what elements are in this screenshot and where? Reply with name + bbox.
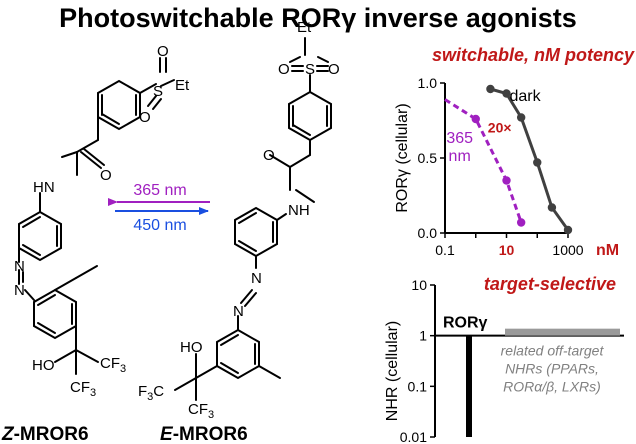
switching-arrows: 365 nm 450 nm xyxy=(108,182,210,234)
z-atom-sulfonyl-o-bottom: O xyxy=(139,109,151,126)
z-atom-cf3-right: CF3 xyxy=(100,355,126,375)
z-isomer-atom-labels: Et O S O O HN N N HO CF3 CF3 xyxy=(14,43,190,399)
series-point-dark xyxy=(547,203,557,212)
series-line-365-nm xyxy=(444,98,523,223)
e-atom-f3c-left: F3C xyxy=(138,383,164,403)
e-isomer-structure xyxy=(174,37,332,401)
e-atom-azo-n2: N xyxy=(233,303,244,320)
series-point-365-nm xyxy=(471,114,480,124)
z-isomer-structure xyxy=(18,57,175,375)
e-isomer-atom-labels: Et O S O O NH N N HO F3C CF3 xyxy=(138,19,340,421)
dose-y-tick-label: 0.0 xyxy=(418,225,438,241)
sel-y-tick-label: 0.01 xyxy=(400,429,427,444)
series-label-line: dark xyxy=(509,88,541,105)
e-atom-sulfonyl-o-right: O xyxy=(328,61,340,78)
e-atom-azo-n1: N xyxy=(251,270,262,287)
z-atom-sulfur: S xyxy=(153,83,163,100)
bar-ror-gamma-label: RORγ xyxy=(443,315,488,332)
switch-back-label: 450 nm xyxy=(133,217,186,234)
z-atom-ethyl: Et xyxy=(175,77,190,94)
sel-y-tick-label: 0.1 xyxy=(408,378,428,394)
series-point-dark xyxy=(533,158,542,167)
e-atom-carbonyl-o: O xyxy=(263,147,275,164)
dose-y-tick-label: 0.5 xyxy=(418,150,438,166)
series-point-dark xyxy=(516,113,526,122)
bar-off-target xyxy=(505,328,620,336)
series-label-line: 365 xyxy=(446,130,473,147)
selectivity-chart: 10 1 0.1 0.01 NHR (cellular) RORγ related off-… xyxy=(384,277,624,444)
sel-y-axis-label: NHR (cellular) xyxy=(384,321,401,421)
series-label-dark: dark xyxy=(509,88,541,105)
z-isomer-name: Z-MROR6 xyxy=(1,424,89,444)
series-point-dark xyxy=(563,225,573,235)
potency-heading: switchable, nM potency xyxy=(432,45,635,65)
e-atom-sulfur: S xyxy=(305,61,315,78)
off-target-note-line: RORα/β, LXRs) xyxy=(503,379,601,395)
dose-response-chart: 0.0 0.5 1.0 0.1 10 1000 nM RORγ (cellular) dark 3… xyxy=(394,75,619,259)
z-atom-amide-nh: HN xyxy=(33,179,55,196)
dose-x-tick-label: 0.1 xyxy=(435,242,455,258)
e-atom-amide-nh: NH xyxy=(288,202,310,219)
series-label-line: nm xyxy=(449,148,471,165)
z-atom-azo-n1: N xyxy=(14,258,25,275)
dose-x-unit: nM xyxy=(596,242,619,259)
series-line-dark xyxy=(489,87,570,231)
e-atom-cf3-bottom: CF3 xyxy=(188,401,214,421)
sel-y-tick-label: 1 xyxy=(419,328,427,344)
z-atom-carbonyl-o: O xyxy=(100,167,112,184)
dose-x-tick-label: 1000 xyxy=(552,242,583,258)
bar-ror-gamma xyxy=(466,335,472,437)
sel-y-tick-label: 10 xyxy=(411,277,427,293)
off-target-note-line: NHRs (PPARs, xyxy=(505,361,599,377)
e-atom-sulfonyl-o-left: O xyxy=(278,61,290,78)
e-atom-hydroxyl: HO xyxy=(180,339,203,356)
series-point-dark xyxy=(502,89,511,98)
series-point-dark xyxy=(486,84,495,94)
e-isomer-name: E-MROR6 xyxy=(160,424,248,444)
z-atom-hydroxyl: HO xyxy=(32,357,55,374)
dose-y-axis-label: RORγ (cellular) xyxy=(394,103,411,212)
fold-change-label: 20× xyxy=(488,120,512,136)
e-atom-ethyl: Et xyxy=(297,19,312,36)
dose-x-tick-label: 10 xyxy=(499,242,515,258)
switch-forward-label: 365 nm xyxy=(133,182,186,199)
off-target-note-line: related off-target xyxy=(501,343,605,359)
series-point-365-nm xyxy=(516,218,526,227)
figure-title: Photoswitchable RORγ inverse agonists xyxy=(59,3,577,33)
z-atom-sulfonyl-o-top: O xyxy=(157,43,169,60)
z-atom-azo-n2: N xyxy=(14,282,25,299)
series-point-365-nm xyxy=(502,176,511,185)
dose-y-tick-label: 1.0 xyxy=(418,75,438,91)
z-atom-cf3-bottom: CF3 xyxy=(70,379,96,399)
selectivity-heading: target-selective xyxy=(484,274,616,294)
